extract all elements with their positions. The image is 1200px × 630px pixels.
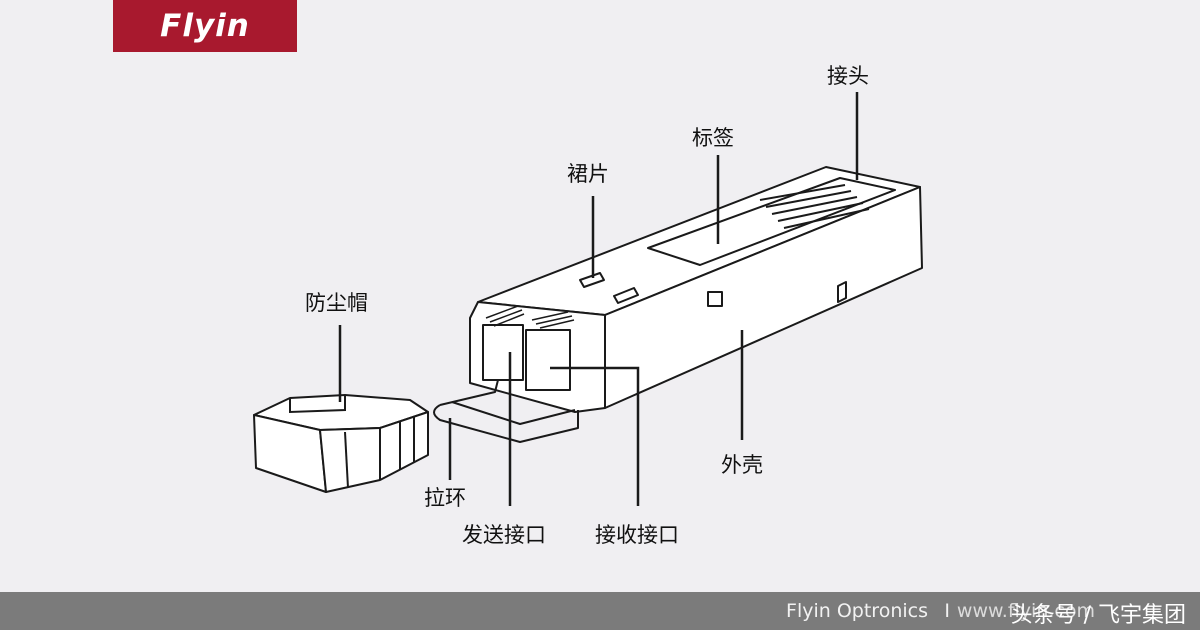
footer-bar: Flyin Optronics I www.flyin.com 头条号 / 飞宇…	[0, 592, 1200, 630]
rear-latch	[837, 281, 847, 303]
skirt-tab-2	[613, 287, 639, 304]
label-connector: 接头	[827, 64, 869, 88]
footer-brand: Flyin Optronics	[786, 600, 928, 622]
label-pull-ring: 拉环	[424, 486, 466, 510]
pull-ring	[433, 401, 579, 443]
side-notch	[707, 291, 723, 307]
footer-separator: I	[944, 600, 950, 622]
pull-ring-arm	[439, 379, 499, 406]
label-tx-port: 发送接口	[462, 523, 546, 547]
label-tag: 标签	[692, 126, 734, 150]
logo-text: Flyin	[160, 8, 250, 44]
label-skirt: 裙片	[567, 162, 609, 186]
rx-port-opening	[525, 329, 571, 391]
footer-site: www.flyin.com	[956, 600, 1095, 622]
sfp-module-diagram	[253, 92, 923, 506]
label-housing: 外壳	[721, 453, 763, 477]
label-dust-cap: 防尘帽	[305, 291, 368, 315]
label-window	[647, 177, 896, 266]
brand-logo: Flyin	[113, 0, 297, 52]
label-rx-port: 接收接口	[595, 523, 679, 547]
leader-rx-port	[550, 366, 640, 506]
footer-watermark: 头条号 / 飞宇集团	[1010, 603, 1186, 628]
tx-port-opening	[482, 324, 524, 381]
